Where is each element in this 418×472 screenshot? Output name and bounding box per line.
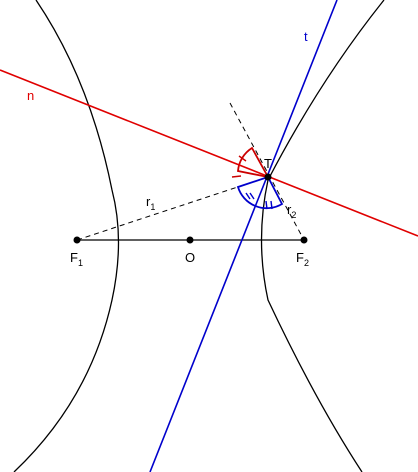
point-t [264, 173, 272, 181]
angle-tick-blue-2 [249, 192, 255, 200]
label-r1: r1 [146, 194, 155, 212]
focal-radius-r1 [76, 176, 269, 241]
angle-tick-blue-3 [265, 200, 268, 210]
angle-tick-red-2 [231, 175, 242, 178]
point-f2 [300, 236, 308, 244]
label-point-t: T [264, 156, 272, 171]
label-tangent: t [304, 29, 308, 44]
focal-radius-r2-extended [229, 102, 305, 241]
hyperbola-right-branch [260, 0, 385, 472]
point-origin [186, 236, 194, 244]
label-f1: F1 [70, 250, 83, 268]
normal-line [0, 69, 418, 237]
tangent-line [149, 0, 338, 472]
label-origin: O [185, 250, 195, 265]
label-r2: r2 [287, 202, 296, 220]
angle-tick-blue-1 [245, 192, 251, 200]
angle-tick-red-1 [238, 155, 247, 162]
label-f2: F2 [296, 250, 309, 268]
hyperbola-left-branch [13, 0, 120, 472]
label-normal: n [27, 88, 34, 103]
angle-tick-blue-4 [270, 200, 273, 210]
point-f1 [73, 236, 81, 244]
